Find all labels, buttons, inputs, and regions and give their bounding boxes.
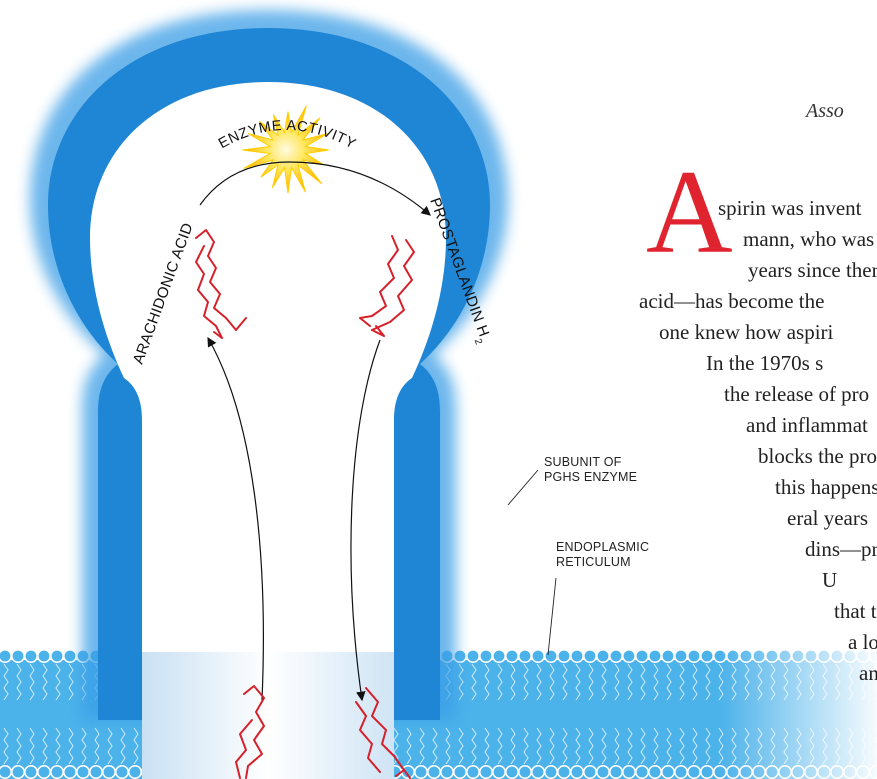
article-line: this happens (775, 475, 877, 500)
article-line: mann, who was (743, 227, 874, 252)
article-line: In the 1970s s (706, 351, 823, 376)
article-line: the release of pro (724, 382, 869, 407)
byline: Asso (806, 100, 844, 123)
article-line: an (859, 661, 877, 686)
subunit-leader-line (508, 470, 538, 505)
article-line: spirin was invent (718, 196, 861, 221)
er-label: ENDOPLASMIC RETICULUM (556, 540, 649, 570)
article-line: and inflammat (746, 413, 868, 438)
article-line: acid—has become the (639, 289, 824, 314)
er-leader-line (548, 578, 556, 655)
article-line: one knew how aspiri (659, 320, 833, 345)
article-line: blocks the pro (758, 444, 877, 469)
article-line: years since ther (748, 258, 877, 283)
article-line: dins—pr (805, 537, 877, 562)
subunit-label: SUBUNIT OF PGHS ENZYME (544, 455, 637, 485)
article-line: that t (834, 599, 877, 624)
article-line: eral years (787, 506, 868, 531)
article-line: U (822, 568, 837, 593)
article-line: a lo (848, 630, 877, 655)
